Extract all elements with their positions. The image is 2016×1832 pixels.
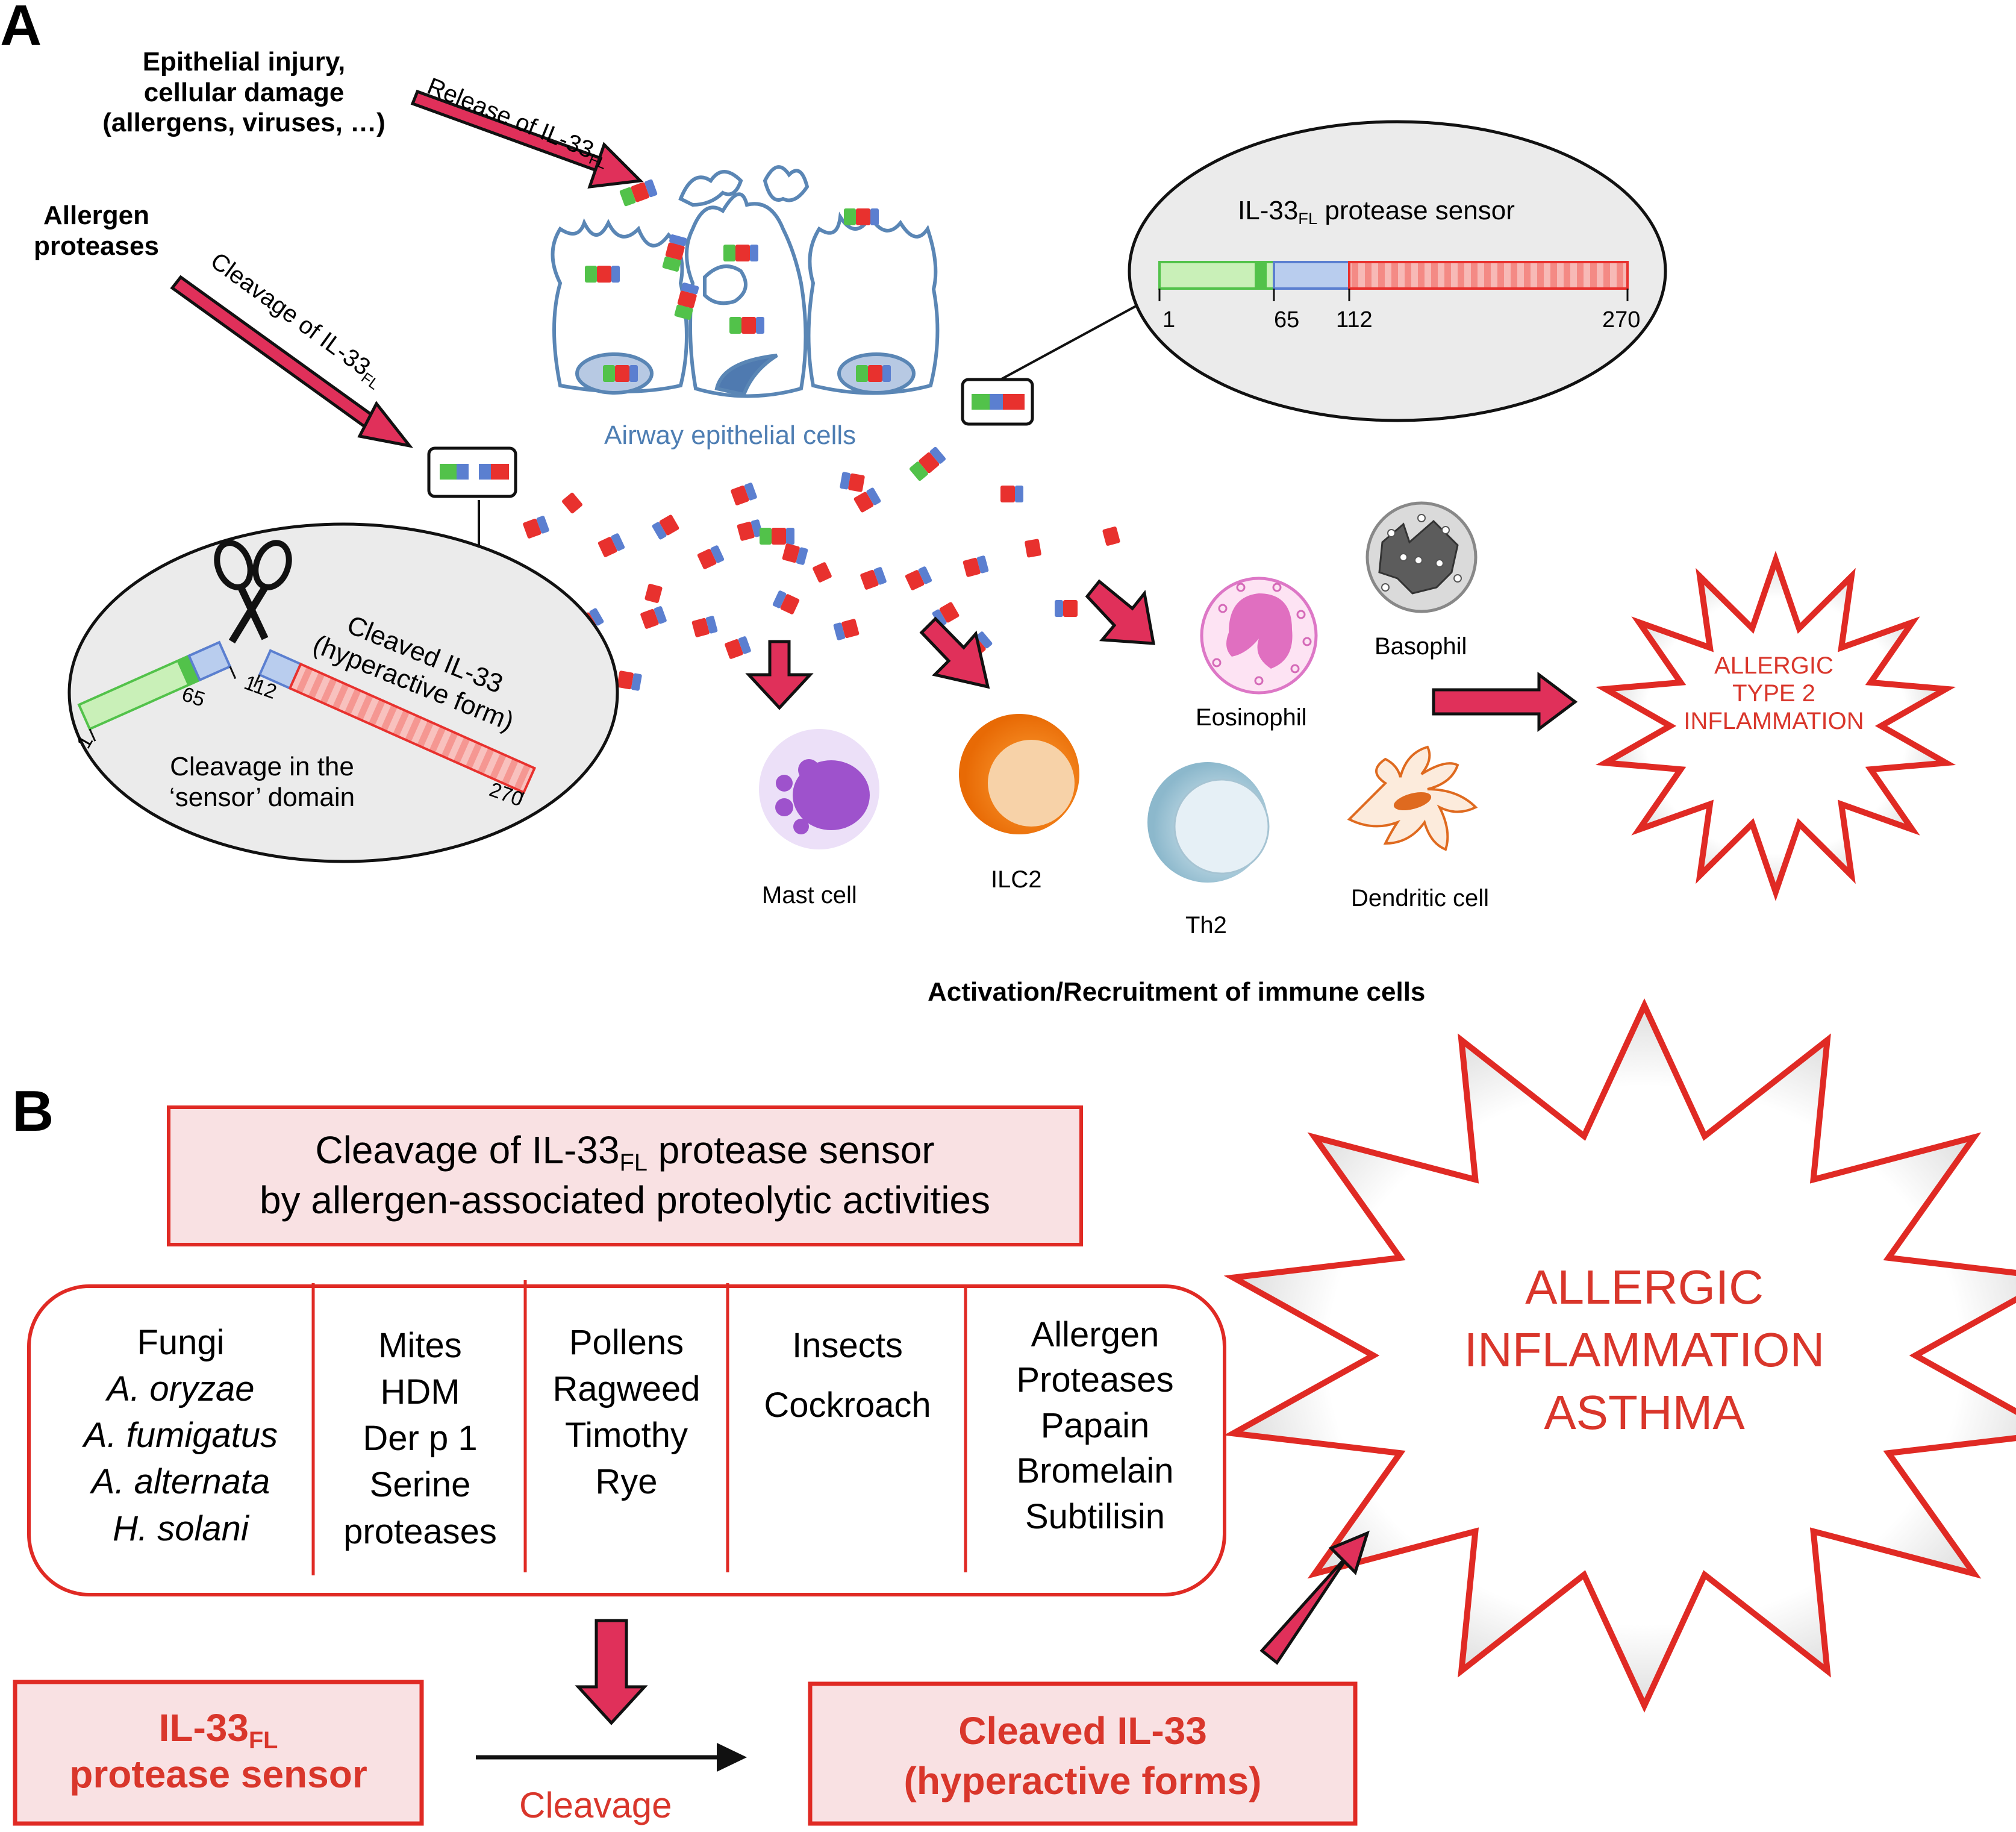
- panel-b-header: Cleavage of IL-33FL protease sensor by a…: [259, 1128, 991, 1222]
- il33-fragment: [813, 562, 832, 583]
- cleaved-note: Cleavage in the ‘sensor’ domain: [169, 752, 355, 812]
- il33-fragment: [860, 567, 887, 590]
- il33-fragment: [905, 566, 932, 590]
- protease-trigger-text: Allergen proteases: [34, 201, 159, 261]
- airway-epithelium: [551, 165, 940, 398]
- il33-fragment: [910, 446, 946, 481]
- il33-fragment: [760, 528, 794, 545]
- outcome-a-text: ALLERGIC TYPE 2 INFLAMMATION: [1684, 652, 1864, 734]
- header-box: [167, 1105, 1083, 1246]
- il33-fragment: [585, 266, 620, 283]
- il33-fragment: [772, 590, 800, 614]
- il33-fragment: [603, 365, 638, 382]
- outcome-starburst-b: [1223, 998, 2016, 1713]
- column-fungi: Fungi A. oryzae A. fumigatus A. alternat…: [83, 1323, 278, 1548]
- panel-a-letter: A: [0, 0, 42, 58]
- release-arrow: [410, 89, 644, 189]
- ilc2-label: ILC2: [991, 866, 1042, 893]
- up-arrow-b: [1259, 1530, 1370, 1665]
- il33-fragment: [833, 619, 860, 640]
- column-mites: Mites HDM Der p 1 Serine proteases: [343, 1326, 497, 1551]
- outcome-b-text: ALLERGIC INFLAMMATION ASTHMA: [1464, 1260, 1825, 1439]
- cleaved-ellipse: [67, 446, 619, 863]
- column-insects: Insects Cockroach: [764, 1326, 931, 1425]
- il33-fragment: [932, 602, 960, 627]
- immune-caption: Activation/Recruitment of immune cells: [928, 977, 1426, 1007]
- il33-fragment: [1102, 527, 1120, 546]
- mast-cell-label: Mast cell: [762, 882, 857, 908]
- cleaved-box-text: Cleaved IL-33 (hyperactive forms): [903, 1709, 1262, 1803]
- injury-trigger-text: Epithelial injury, cellular damage (alle…: [102, 47, 385, 138]
- il33-fragment: [652, 514, 679, 540]
- il33-fragment: [617, 671, 642, 691]
- il33-fragment: [1000, 486, 1023, 502]
- immune-arrows: [745, 579, 1578, 732]
- sensor-box: [13, 1680, 424, 1826]
- il33-fragment: [856, 365, 891, 382]
- cleavage-arrow-label: Cleavage: [519, 1785, 672, 1825]
- il33-fragment: [1025, 539, 1041, 558]
- il33-fragment: [598, 533, 625, 557]
- il33-fragment: [854, 487, 881, 513]
- dendritic-cell-label: Dendritic cell: [1351, 885, 1489, 911]
- sensor-num-270: 270: [1602, 307, 1641, 333]
- cleavage-arrow-b: [476, 1743, 747, 1772]
- il33-fragment: [662, 234, 687, 272]
- il33-fragment: [844, 208, 879, 225]
- il33-fragment: [725, 636, 751, 659]
- il33-fragment: [1055, 600, 1078, 617]
- source-box: [27, 1284, 1226, 1596]
- sensor-title: IL-33FL protease sensor: [1238, 196, 1515, 228]
- column-dividers: [311, 1280, 967, 1575]
- eosinophil-label: Eosinophil: [1196, 704, 1307, 731]
- scissors-icon: [214, 540, 292, 644]
- il33-fragment: [731, 483, 757, 505]
- il33-fragment: [723, 245, 758, 261]
- sensor-box-text: IL-33FL protease sensor: [69, 1706, 367, 1796]
- il33-fragment: [562, 492, 582, 514]
- il33-fragment: [963, 555, 989, 577]
- cleavage-arrow: [170, 275, 414, 448]
- il33-fragment: [729, 317, 764, 334]
- cleaved-box: [808, 1681, 1358, 1826]
- column-allergen-proteases: Allergen Proteases Papain Bromelain Subt…: [1016, 1315, 1174, 1536]
- th2-cell-icon: [1147, 762, 1270, 883]
- basophil-icon: [1365, 501, 1478, 613]
- il33-fragment: [691, 616, 718, 637]
- column-pollens: Pollens Ragweed Timothy Rye: [552, 1323, 701, 1502]
- th2-label: Th2: [1185, 912, 1227, 939]
- il33-fragment: [523, 516, 549, 539]
- eosinophil-icon: [1200, 577, 1318, 695]
- il33-fragment: [737, 519, 763, 541]
- sensor-num-1: 1: [1162, 307, 1176, 333]
- mast-cell-icon: [759, 729, 879, 849]
- il33-fragment: [674, 283, 699, 320]
- panel-b-letter: B: [12, 1079, 54, 1143]
- il33-fragment: [782, 543, 808, 565]
- sensor-num-112: 112: [1336, 307, 1373, 333]
- dendritic-cell-icon: [1347, 745, 1478, 851]
- il33-fragment: [644, 584, 663, 603]
- sensor-num-65: 65: [1274, 307, 1300, 333]
- il33-fragment: [640, 606, 667, 629]
- basophil-label: Basophil: [1375, 633, 1467, 660]
- sensor-ellipse: [961, 120, 1667, 426]
- outcome-starburst-a: [1595, 551, 1956, 901]
- il33-fragment: [619, 179, 658, 207]
- il33-fragment: [840, 472, 865, 492]
- il33-fragment: [697, 545, 725, 569]
- epithelium-label: Airway epithelial cells: [604, 420, 857, 450]
- ilc2-cell-icon: [959, 714, 1079, 834]
- down-arrow-b: [575, 1619, 648, 1725]
